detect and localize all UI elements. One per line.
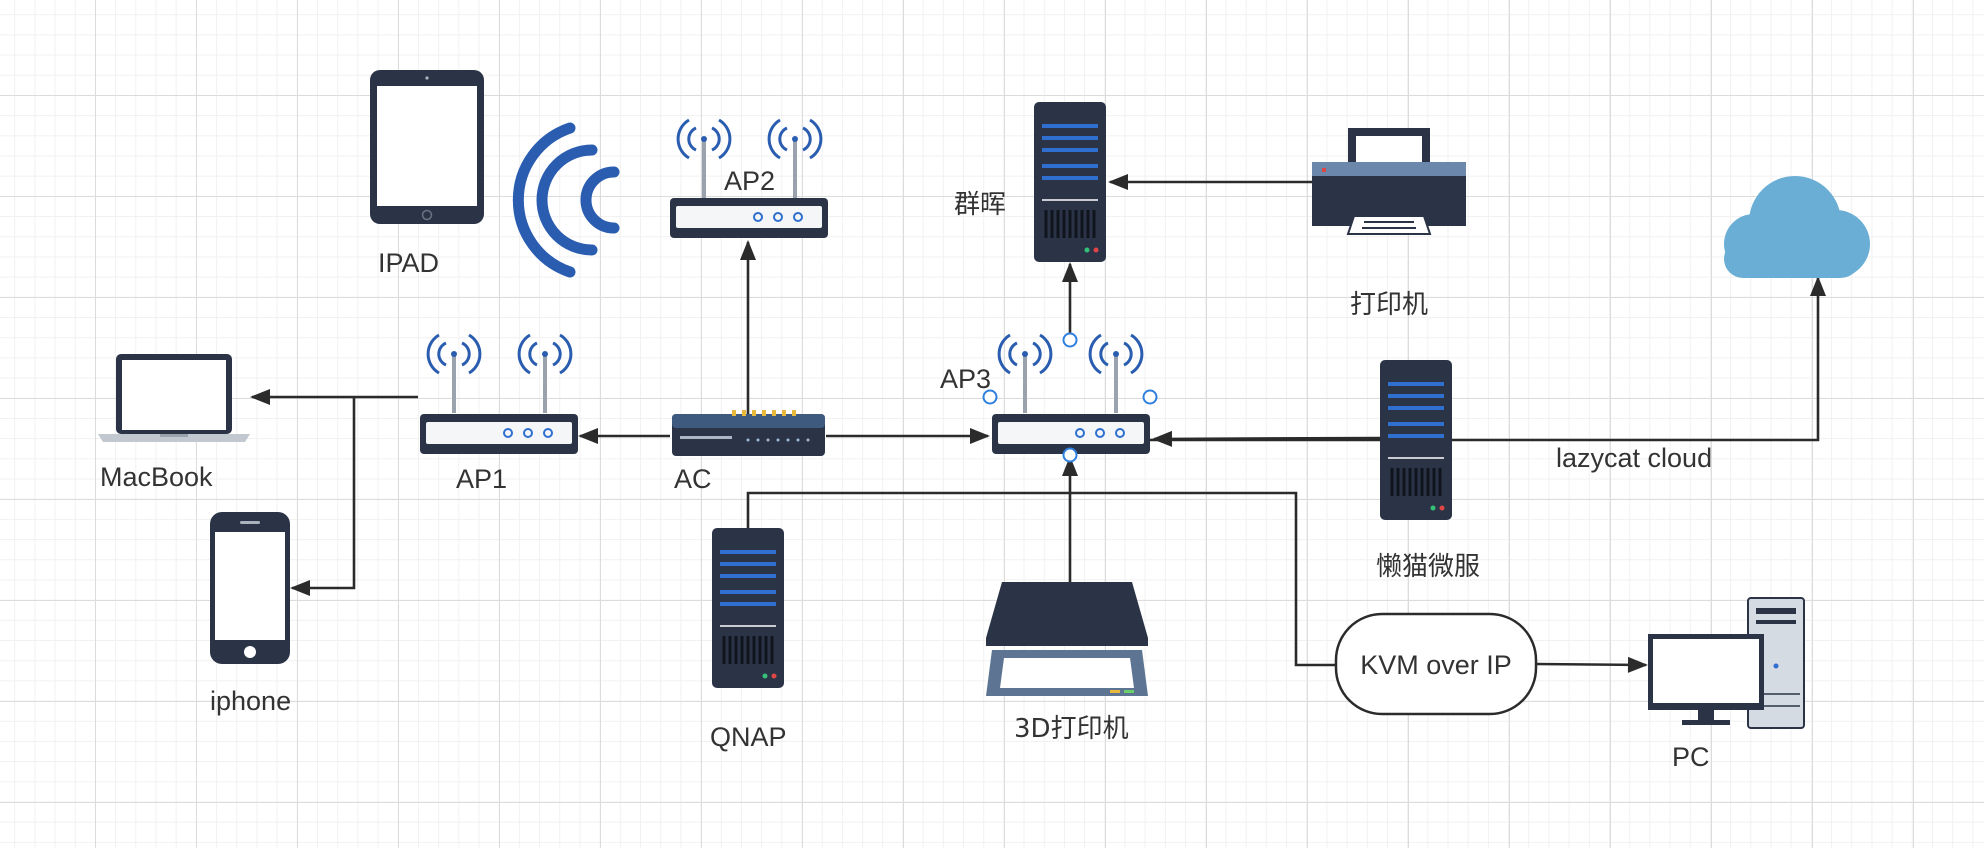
synology-server-icon: [1032, 100, 1108, 264]
link-lazycat-cloud: [1150, 276, 1826, 442]
3d-printer-label: 3D打印机: [1014, 714, 1129, 744]
wifi-signal-icon: [512, 122, 620, 278]
desktop-pc-icon: [1648, 597, 1805, 729]
lazycat-server-icon: [1378, 358, 1454, 522]
link-lazycat-ap3: [1152, 430, 1381, 447]
iphone-label: iphone: [210, 686, 292, 716]
macbook-label: MacBook: [100, 462, 213, 492]
link-ap1-iphone: [290, 397, 356, 596]
printer-label: 打印机: [1350, 290, 1429, 320]
ipad-label: IPAD: [378, 248, 440, 278]
switch-icon: [672, 410, 825, 456]
cloud-icon: [1724, 176, 1870, 278]
ac-label: AC: [674, 464, 712, 494]
ap1-label: AP1: [456, 464, 508, 494]
connectors: [250, 174, 1826, 673]
qnap-label: QNAP: [710, 722, 787, 752]
pc-label: PC: [1672, 742, 1710, 772]
lazycat-cloud-label: lazycat cloud: [1556, 443, 1713, 473]
ap3-connection-points: [982, 332, 1158, 463]
smartphone-icon: [210, 512, 290, 664]
qnap-server-icon: [710, 526, 786, 690]
kvm-node: [1334, 612, 1538, 716]
ap2-label: AP2: [724, 166, 776, 196]
link-qnap-kvm: [746, 491, 1336, 667]
ap1-router-icon: [419, 333, 579, 455]
ap3-label: AP3: [940, 364, 992, 394]
printer-icon: [1312, 128, 1466, 235]
kvm-label: KVM over IP: [1360, 650, 1512, 680]
laptop-icon: [98, 354, 250, 442]
ipad-icon: [370, 70, 484, 224]
lazycat-server-label: 懒猫微服: [1376, 552, 1481, 582]
synology-label: 群晖: [954, 190, 1007, 220]
ap3-router-icon: [991, 333, 1151, 455]
3d-printer-icon: [986, 582, 1148, 696]
link-kvm-pc: [1535, 656, 1648, 673]
